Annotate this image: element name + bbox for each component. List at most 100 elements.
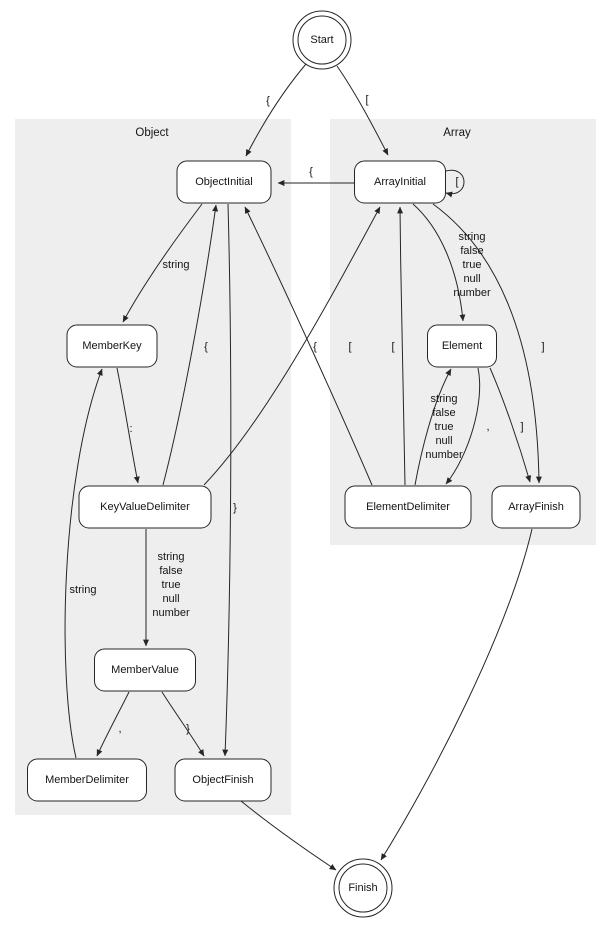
transition-arrow (116, 367, 140, 484)
edge-MemberValue-ObjectFinish: } (161, 691, 205, 757)
transition-label: string (163, 259, 190, 271)
transition-label: { (309, 166, 313, 178)
edge-Element-ArrayFinish: ] (489, 367, 532, 483)
edge-ElementDelimiter-ObjectInitial: { (244, 206, 373, 486)
edge-ObjectInitial-ObjectFinish: } (222, 203, 237, 757)
transition-arrow (244, 206, 373, 486)
node-ArrayInitial-box (354, 160, 446, 204)
cluster-object: Object (15, 119, 291, 815)
node-ObjectInitial-label: ObjectInitial (195, 176, 252, 188)
node-MemberDelimiter-box (27, 758, 147, 802)
node-MemberValue-label: MemberValue (111, 664, 179, 676)
transition-arrow (162, 204, 219, 486)
edge-Element-ElementDelimiter: , (445, 367, 490, 485)
transition-arrow (445, 367, 481, 485)
node-Start-label: Start (310, 34, 333, 46)
edge-MemberValue-MemberDelimiter: , (96, 691, 130, 757)
transition-label: string (70, 584, 97, 596)
node-Element: Element (427, 324, 497, 368)
edge-ObjectFinish-Finish (240, 800, 337, 871)
transition-arrow (122, 203, 203, 323)
transition-label: { (204, 341, 208, 353)
node-MemberDelimiter: MemberDelimiter (27, 758, 147, 802)
node-ObjectInitial: ObjectInitial (176, 160, 272, 204)
node-ElementDelimiter-box (344, 485, 472, 529)
cluster-object-background (15, 119, 291, 815)
transition-arrow (445, 169, 465, 198)
transition-arrow (380, 528, 533, 861)
cluster-object-label: Object (135, 127, 169, 139)
node-ArrayFinish: ArrayFinish (491, 485, 581, 529)
transition-label: [ (391, 341, 394, 353)
transition-label: } (233, 502, 237, 514)
node-MemberValue: MemberValue (94, 648, 196, 692)
transition-arrow (412, 203, 466, 322)
edge-ElementDelimiter-ArrayInitial: [ (391, 206, 406, 486)
transition-arrow (222, 203, 232, 757)
edge-ArrayInitial-ArrayInitial: [ (445, 169, 465, 198)
edge-ObjectInitial-MemberKey: string (122, 203, 203, 323)
transition-label: } (186, 723, 190, 735)
node-MemberValue-box (94, 648, 196, 692)
transition-arrow (245, 63, 307, 157)
node-Element-box (427, 324, 497, 368)
transition-label: [ (348, 341, 351, 353)
transition-label: , (118, 723, 121, 735)
node-ObjectFinish: ObjectFinish (174, 758, 272, 802)
node-ObjectInitial-box (176, 160, 272, 204)
transition-arrow (203, 206, 381, 486)
transition-arrow (336, 65, 389, 156)
node-Finish: Finish (333, 858, 393, 918)
edge-ArrayInitial-ArrayFinish: ] (432, 203, 545, 484)
edge-ArrayInitial-ObjectInitial: { (277, 166, 354, 186)
cluster-array-label: Array (443, 127, 471, 139)
transition-label: : (129, 423, 132, 435)
transition-label: [ (365, 94, 368, 106)
transition-label: ] (541, 341, 544, 353)
node-ElementDelimiter-label: ElementDelimiter (366, 501, 450, 513)
transition-label: , (486, 421, 489, 433)
transition-label: [ (455, 176, 458, 188)
transition-arrow (414, 368, 452, 486)
edge-ArrayFinish-Finish (380, 528, 533, 861)
transition-arrow (240, 800, 337, 871)
clusters-layer: Object Array (15, 119, 596, 815)
node-KeyValueDelimiter-box (78, 485, 212, 529)
node-ArrayFinish-box (491, 485, 581, 529)
edge-Start-ObjectInitial: { (245, 63, 307, 157)
node-ObjectFinish-label: ObjectFinish (192, 774, 253, 786)
node-ArrayInitial-label: ArrayInitial (374, 176, 426, 188)
transition-arrow (397, 206, 406, 486)
node-Start: Start (292, 10, 352, 70)
edge-KeyValueDelimiter-ObjectInitial: { (162, 204, 219, 486)
transition-arrow (432, 203, 542, 484)
transition-label: { (266, 95, 270, 107)
edge-MemberDelimiter-MemberKey: string (64, 368, 103, 759)
node-MemberKey-label: MemberKey (82, 340, 142, 352)
node-Finish-inner-circle (338, 863, 388, 913)
transition-label: ] (520, 421, 523, 433)
node-Finish-label: Finish (348, 882, 377, 894)
node-Element-label: Element (442, 340, 482, 352)
node-MemberKey-box (66, 324, 158, 368)
node-ArrayInitial: ArrayInitial (354, 160, 446, 204)
node-KeyValueDelimiter: KeyValueDelimiter (78, 485, 212, 529)
transition-arrow (489, 367, 532, 483)
node-KeyValueDelimiter-label: KeyValueDelimiter (100, 501, 190, 513)
edge-KeyValueDelimiter-ArrayInitial: [ (203, 206, 381, 486)
node-Start-inner-circle (297, 15, 347, 65)
transition-arrow (96, 691, 130, 757)
node-MemberKey: MemberKey (66, 324, 158, 368)
node-MemberDelimiter-label: MemberDelimiter (45, 774, 129, 786)
transition-arrow (64, 368, 103, 759)
